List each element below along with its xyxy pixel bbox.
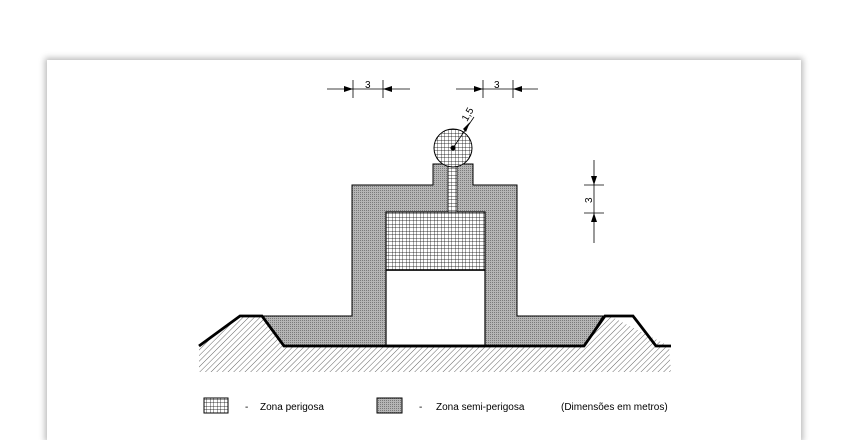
radius-line: [452, 116, 475, 149]
dimension-vertical-label: 3: [584, 197, 595, 203]
dimension-top-right-label: 3: [494, 80, 500, 91]
hazard-zone-diagram: 1,5 3 3 3 - Zona perigosa - Zona semi-p: [198, 80, 671, 414]
legend-dash-semi: -: [419, 402, 422, 413]
legend-swatch-danger: [203, 397, 229, 414]
legend-dash-danger: -: [245, 402, 248, 413]
radius-label: 1,5: [460, 106, 477, 124]
dimension-vertical: 3: [584, 160, 604, 243]
ground-profile-line: [198, 314, 671, 348]
dimension-top-left: 3: [327, 80, 410, 98]
legend-label-danger: Zona perigosa: [260, 402, 324, 413]
dimension-top-left-label: 3: [365, 80, 371, 91]
tank-body: [385, 269, 486, 347]
hazard-zone-vent-pipe: [447, 159, 458, 213]
legend-swatch-semi: [376, 397, 403, 414]
units-note: (Dimensões em metros): [561, 402, 668, 413]
dimension-top-right: 3: [456, 80, 538, 98]
legend: - Zona perigosa - Zona semi-perigosa (Di…: [203, 397, 668, 414]
legend-label-semi: Zona semi-perigosa: [436, 402, 525, 413]
hazard-zone-tank-top: [385, 211, 486, 271]
